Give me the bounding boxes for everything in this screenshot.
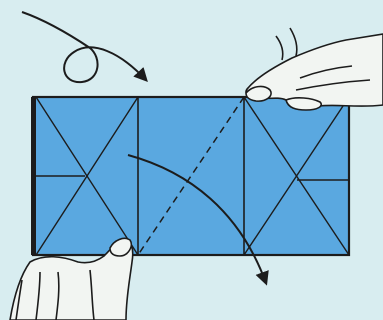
- paper-left-edge: [31, 97, 36, 255]
- folded-paper: [31, 97, 349, 255]
